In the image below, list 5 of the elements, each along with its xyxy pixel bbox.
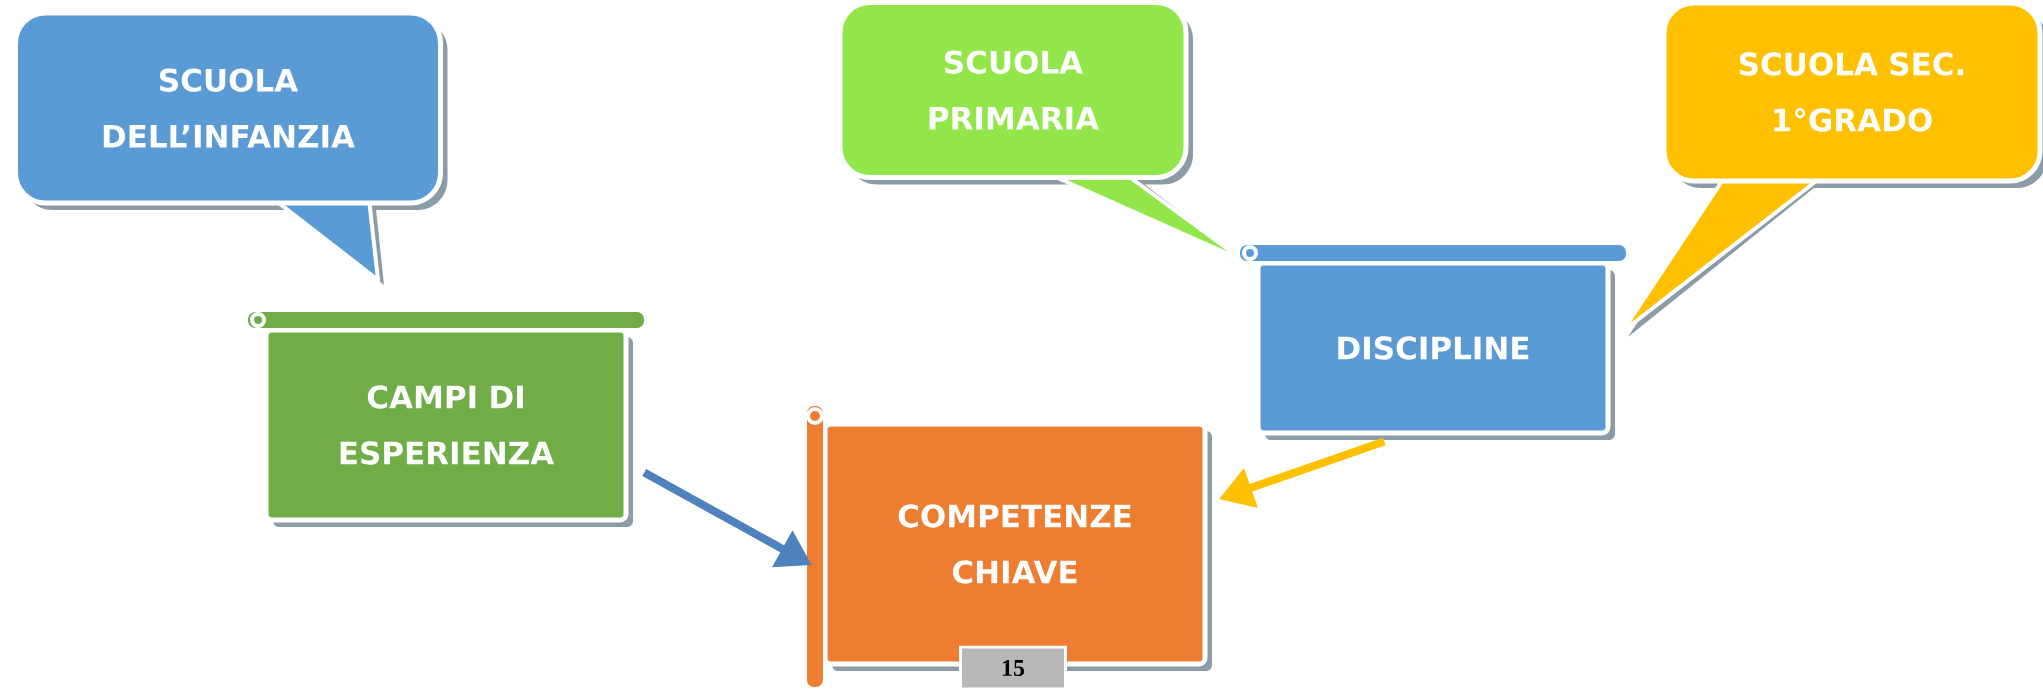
page-number: 15: [959, 645, 1067, 690]
scroll-box: DISCIPLINE: [1236, 241, 1630, 440]
scroll-box: CAMPI DI ESPERIENZA: [244, 308, 648, 527]
speech-bubble: SCUOLA DELL’INFANZIA: [13, 10, 448, 285]
speech-bubble: SCUOLA SEC. 1°GRADO: [1620, 0, 2043, 337]
